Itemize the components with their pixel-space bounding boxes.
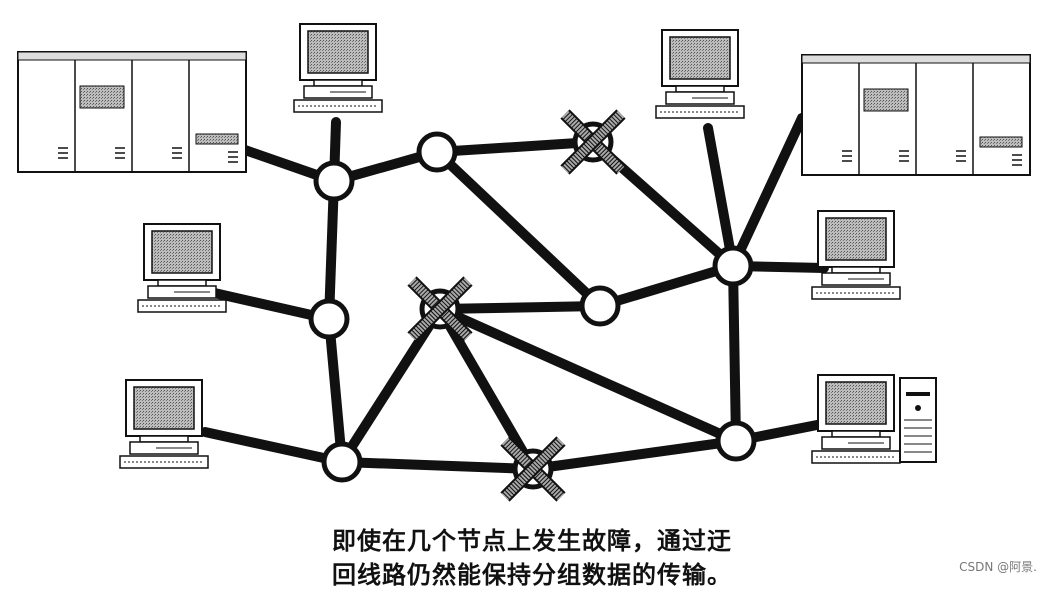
link-line xyxy=(728,261,741,446)
link-line xyxy=(432,147,605,311)
router-node xyxy=(579,285,621,327)
pc-tower-icon xyxy=(899,377,937,463)
link-line xyxy=(528,436,741,474)
link-line xyxy=(432,137,598,157)
router-node xyxy=(321,441,363,483)
link-line xyxy=(595,261,738,311)
link-line xyxy=(435,304,538,474)
link-line xyxy=(435,301,605,314)
device-link-line xyxy=(728,113,807,271)
failure-cross-icon xyxy=(560,109,626,175)
router-node xyxy=(715,420,757,462)
mainframe-computer-icon xyxy=(801,54,1031,176)
link-line xyxy=(324,176,339,324)
pc-icon xyxy=(119,379,209,469)
router-node xyxy=(313,160,355,202)
router-node xyxy=(416,131,458,173)
link-line xyxy=(324,314,347,467)
failure-cross-icon xyxy=(500,436,566,502)
diagram-caption: 即使在几个节点上发生故障，通过迂 回线路仍然能保持分组数据的传输。 xyxy=(332,524,792,592)
pc-icon xyxy=(811,210,901,300)
mainframe-computer-icon xyxy=(17,51,247,173)
pc-icon xyxy=(137,223,227,313)
pc-icon xyxy=(811,374,901,464)
pc-icon xyxy=(293,23,383,113)
device-link-line xyxy=(200,427,347,467)
link-line xyxy=(337,457,538,474)
device-link-line xyxy=(703,123,738,271)
pc-icon xyxy=(655,29,745,119)
caption-line-2: 回线路仍然能保持分组数据的传输。 xyxy=(332,561,732,589)
link-line xyxy=(435,304,741,446)
watermark: CSDN @阿景. xyxy=(959,560,1037,574)
router-node xyxy=(308,298,350,340)
failure-cross-icon xyxy=(407,276,473,342)
caption-line-1: 即使在几个节点上发生故障，通过迂 xyxy=(332,527,732,555)
router-node xyxy=(712,245,754,287)
